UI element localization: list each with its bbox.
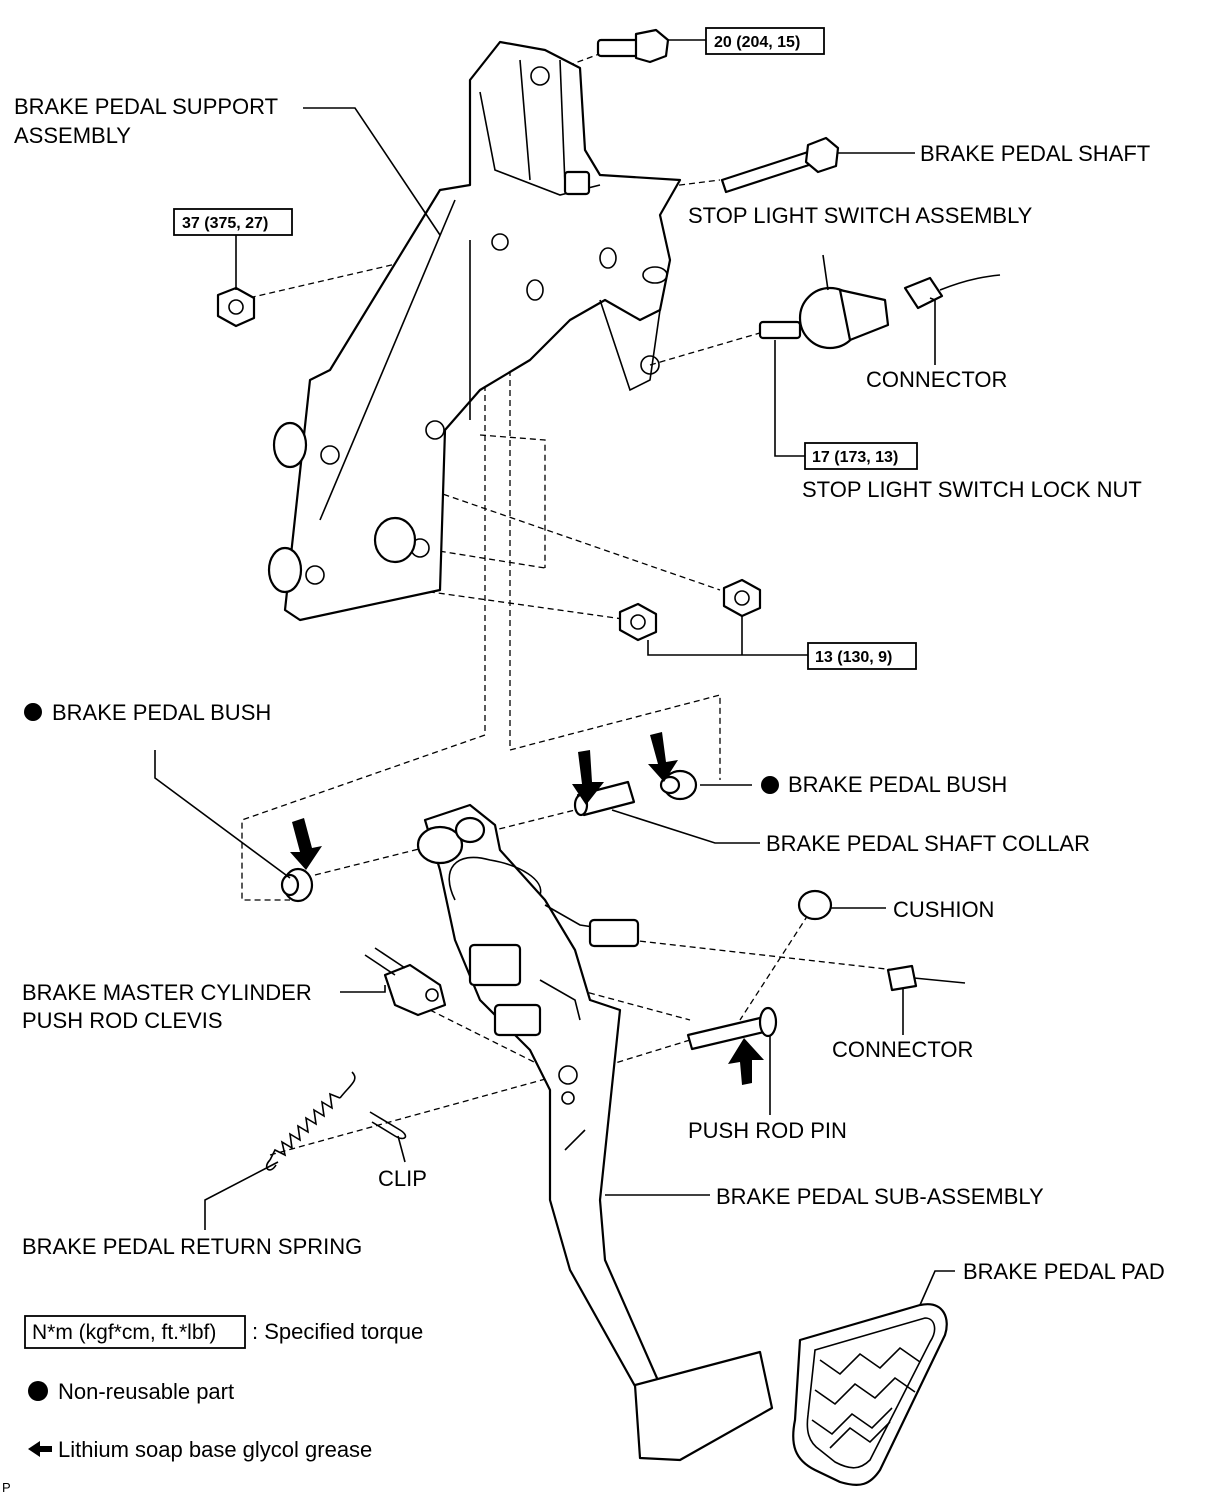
brake-pedal-bush-right	[659, 769, 698, 801]
part-labels: BRAKE PEDAL SUPPORT ASSEMBLY BRAKE PEDAL…	[14, 94, 1165, 1284]
label-clip: CLIP	[378, 1166, 427, 1191]
brake-pedal-support-assembly	[267, 40, 682, 622]
label-bush-left: BRAKE PEDAL BUSH	[52, 700, 271, 725]
lower-nuts	[618, 578, 762, 642]
torque-box-top-bolt: 20 (204, 15)	[705, 27, 825, 55]
label-clevis-line1: BRAKE MASTER CYLINDER	[22, 980, 312, 1005]
brake-pedal-bush-left	[280, 867, 314, 903]
cushion	[797, 889, 833, 921]
torque-box-support-nut: 37 (375, 27)	[173, 208, 293, 236]
support-nut	[216, 286, 256, 328]
legend-non-reusable: Non-reusable part	[58, 1379, 234, 1404]
clip	[369, 1111, 407, 1140]
left-arrow-icon	[28, 1441, 52, 1457]
label-pedal-shaft: BRAKE PEDAL SHAFT	[920, 141, 1150, 166]
filled-circle-icon	[761, 776, 779, 794]
label-sub-assembly: BRAKE PEDAL SUB-ASSEMBLY	[716, 1184, 1044, 1209]
torque-top-bolt: 20 (204, 15)	[714, 34, 800, 51]
top-connector	[903, 274, 1001, 310]
bottom-connector	[886, 964, 966, 992]
label-lock-nut: STOP LIGHT SWITCH LOCK NUT	[802, 477, 1142, 502]
filled-circle-icon	[24, 703, 42, 721]
legend-torque-box: N*m (kgf*cm, ft.*lbf)	[32, 1321, 216, 1344]
torque-lower-nuts: 13 (130, 9)	[815, 649, 892, 666]
label-connector-bottom: CONNECTOR	[832, 1037, 973, 1062]
legend-grease: Lithium soap base glycol grease	[58, 1437, 372, 1462]
top-bolt	[596, 28, 670, 64]
push-rod-pin	[686, 1006, 778, 1051]
leader-lines	[154, 39, 955, 1306]
torque-box-lock-nut: 17 (173, 13)	[804, 442, 918, 470]
label-shaft-collar: BRAKE PEDAL SHAFT COLLAR	[766, 831, 1090, 856]
label-stop-light-switch: STOP LIGHT SWITCH ASSEMBLY	[688, 203, 1033, 228]
stop-light-switch	[758, 286, 890, 350]
grease-arrows	[290, 732, 764, 1085]
label-support-assembly-line2: ASSEMBLY	[14, 123, 131, 148]
legend-torque-desc: : Specified torque	[252, 1319, 423, 1344]
brake-pedal-sub-assembly	[416, 803, 774, 1462]
label-connector-top: CONNECTOR	[866, 367, 1007, 392]
filled-circle-icon	[28, 1381, 48, 1401]
brake-pedal-pad	[792, 1303, 948, 1486]
label-push-rod-pin: PUSH ROD PIN	[688, 1118, 847, 1143]
torque-box-lower-nuts: 13 (130, 9)	[807, 642, 917, 670]
footer-mark: P	[2, 1480, 11, 1495]
label-clevis-line2: PUSH ROD CLEVIS	[22, 1008, 223, 1033]
label-bush-right: BRAKE PEDAL BUSH	[788, 772, 1007, 797]
torque-support-nut: 37 (375, 27)	[182, 215, 268, 232]
legend: N*m (kgf*cm, ft.*lbf) : Specified torque…	[2, 1315, 423, 1495]
label-cushion: CUSHION	[893, 897, 994, 922]
label-return-spring: BRAKE PEDAL RETURN SPRING	[22, 1234, 362, 1259]
label-pedal-pad: BRAKE PEDAL PAD	[963, 1259, 1165, 1284]
torque-lock-nut: 17 (173, 13)	[812, 449, 898, 466]
brake-pedal-shaft	[720, 136, 840, 194]
label-support-assembly-line1: BRAKE PEDAL SUPPORT	[14, 94, 278, 119]
return-spring	[265, 1071, 356, 1171]
push-rod-clevis	[364, 947, 447, 1017]
